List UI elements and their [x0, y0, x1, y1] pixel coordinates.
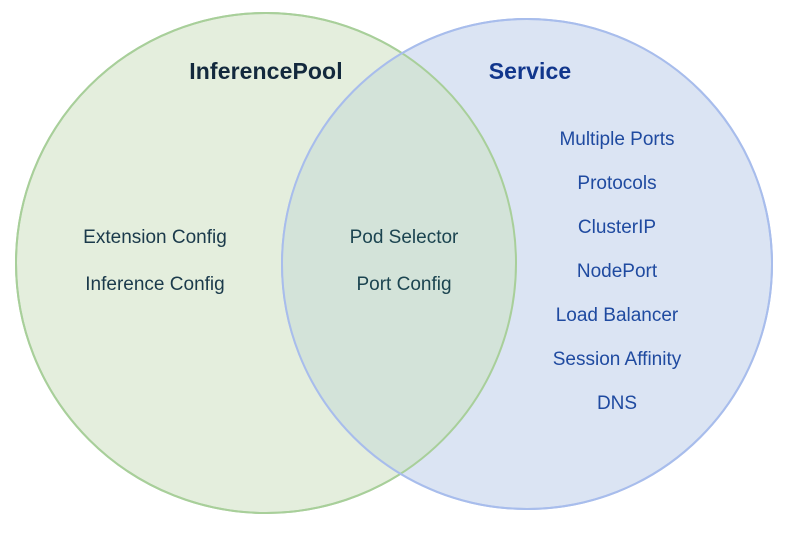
service-circle-outline: [281, 18, 773, 510]
list-item: Inference Config: [85, 274, 225, 295]
list-item: Protocols: [577, 173, 657, 194]
list-item: Multiple Ports: [559, 129, 675, 150]
list-item: NodePort: [576, 261, 658, 282]
inferencepool-item-list: Extension Config Inference Config: [0, 228, 310, 294]
intersection-region[interactable]: [282, 19, 772, 509]
service-item-list: Multiple Ports Protocols ClusterIP NodeP…: [503, 130, 731, 413]
inferencepool-title: InferencePool: [189, 58, 343, 84]
list-item: ClusterIP: [577, 217, 657, 238]
intersection-item-list: Pod Selector Port Config: [320, 228, 488, 294]
list-item: DNS: [596, 393, 638, 414]
list-item: Session Affinity: [552, 349, 682, 370]
inferencepool-circle-outline: [15, 12, 517, 514]
list-item: Pod Selector: [349, 227, 459, 248]
list-item: Extension Config: [83, 227, 227, 248]
list-item: Load Balancer: [555, 305, 679, 326]
service-title: Service: [488, 58, 572, 84]
list-item: Port Config: [356, 274, 452, 295]
